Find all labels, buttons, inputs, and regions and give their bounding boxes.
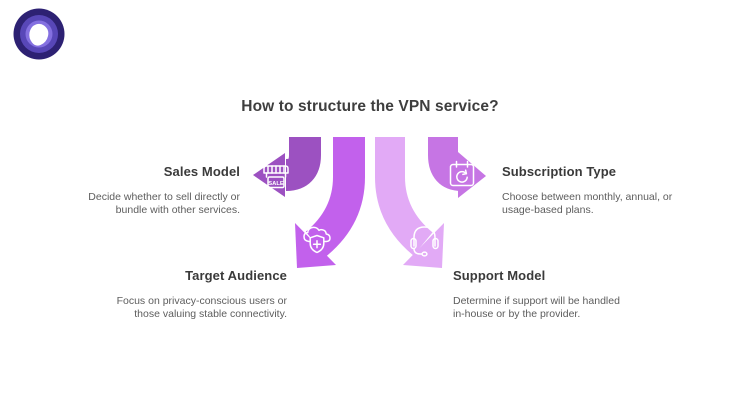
arrow-ribbon-support <box>375 137 433 256</box>
subscription-type-description: Choose between monthly, annual, or usage… <box>502 191 673 216</box>
vpn-brand-logo <box>13 8 65 60</box>
sales-model-heading: Sales Model <box>163 164 240 179</box>
cloud-shield-plus-icon <box>303 226 331 254</box>
arrow-ribbon-sales <box>284 137 321 191</box>
storefront-sale-icon: SALE <box>263 165 289 189</box>
arrowhead-support <box>403 223 444 268</box>
section-support-model: Support Model Determine if support will … <box>453 268 653 321</box>
headset-icon <box>410 226 439 257</box>
arrow-flow-graphic: SALE <box>253 137 486 268</box>
recurring-calendar-icon <box>449 160 475 187</box>
target-audience-description: Focus on privacy-conscious users or thos… <box>116 295 287 320</box>
section-subscription-type: Subscription Type Choose between monthly… <box>502 164 702 217</box>
sale-sign-text: SALE <box>268 181 284 187</box>
arrowhead-sales <box>253 153 285 197</box>
support-model-description: Determine if support will be handled in-… <box>453 295 620 320</box>
logo-pick-shape <box>29 23 49 46</box>
subscription-type-heading: Subscription Type <box>502 164 617 179</box>
arrowhead-subscription <box>458 152 486 198</box>
sales-model-description: Decide whether to sell directly or bundl… <box>88 191 240 216</box>
section-target-audience: Target Audience Focus on privacy-conscio… <box>87 268 287 321</box>
target-audience-heading: Target Audience <box>185 268 287 283</box>
section-sales-model: Sales Model Decide whether to sell direc… <box>40 164 240 217</box>
page-title: How to structure the VPN service? <box>241 98 499 115</box>
support-model-heading: Support Model <box>453 268 546 283</box>
